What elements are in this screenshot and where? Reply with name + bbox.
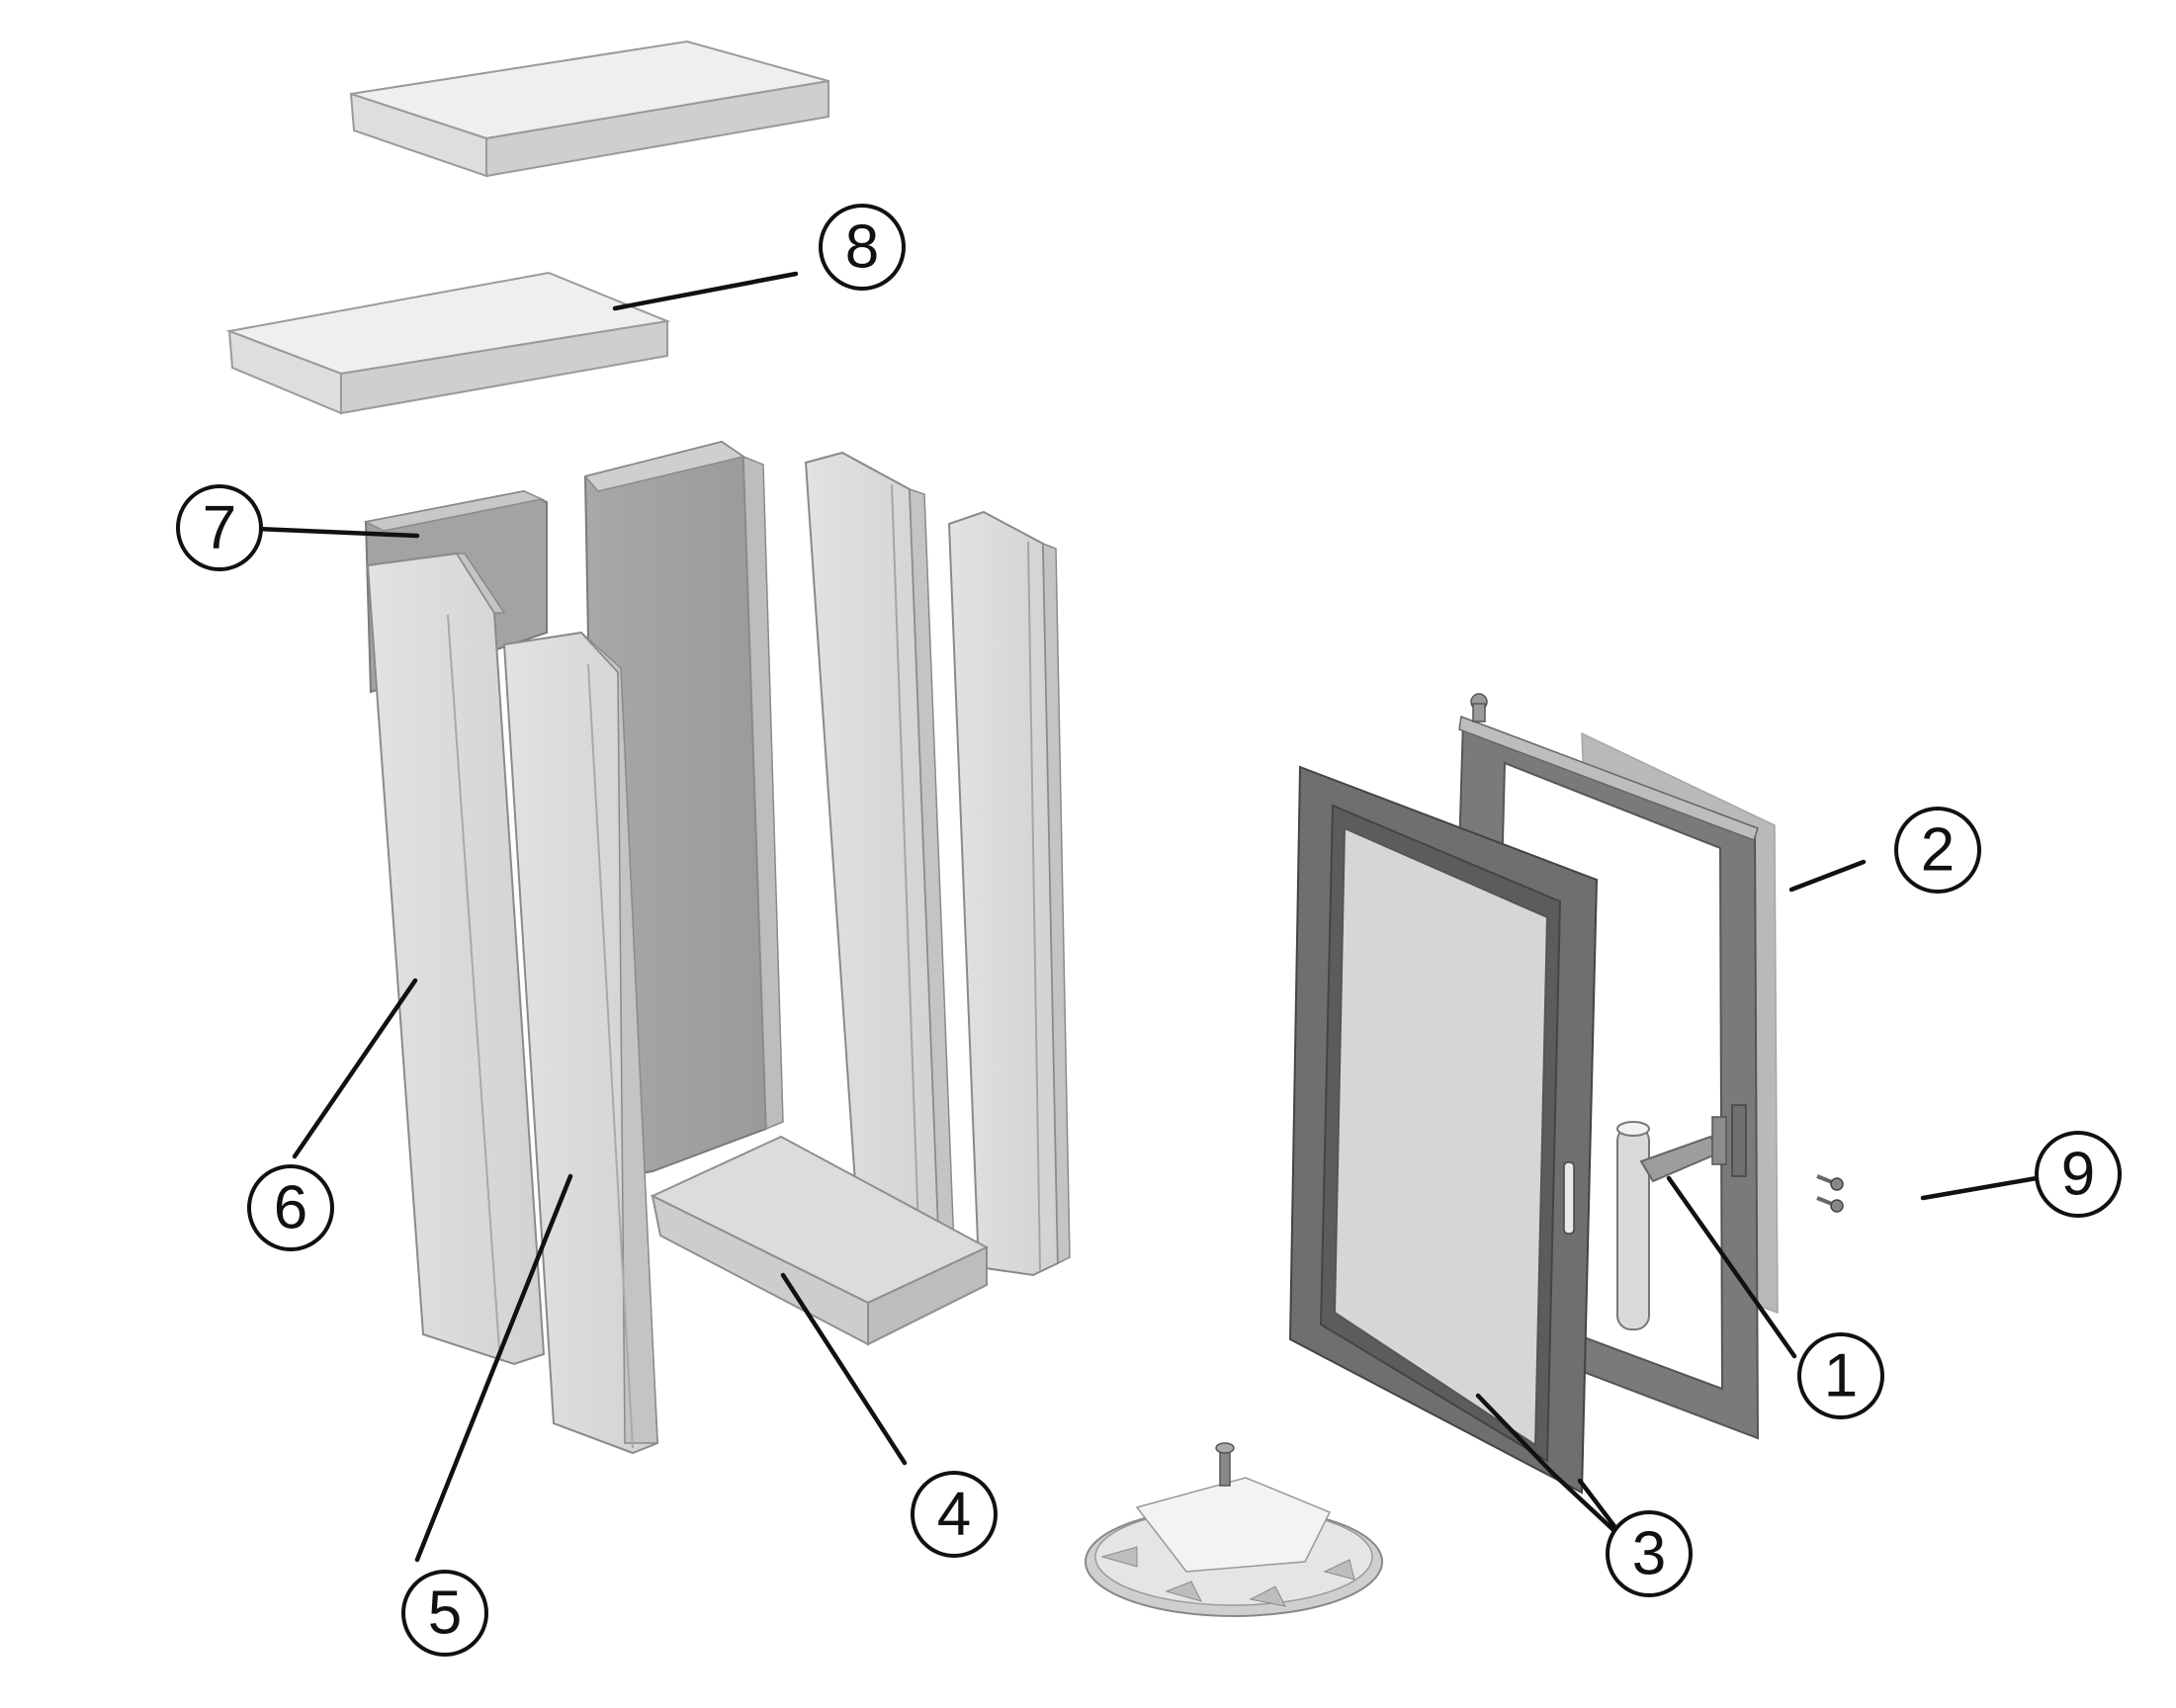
svg-text:6: 6 [274, 1174, 307, 1242]
callout-5: 5 [401, 1570, 488, 1657]
leader-line-3 [1475, 1393, 1629, 1545]
callout-7: 7 [176, 484, 263, 571]
round-grate [1085, 1442, 1383, 1617]
svg-text:4: 4 [937, 1481, 971, 1549]
leader-line-4 [780, 1272, 908, 1466]
leader-line-2 [1788, 859, 1867, 893]
leader-lines [254, 271, 2040, 1563]
callout-3: 3 [1606, 1510, 1693, 1597]
right-panel-rear [804, 451, 955, 1265]
leader-line-6 [292, 978, 418, 1159]
svg-text:7: 7 [203, 494, 236, 562]
left-panel-outer [366, 552, 546, 1366]
callout-1: 1 [1797, 1332, 1884, 1419]
svg-text:5: 5 [428, 1580, 462, 1648]
leader-line-1 [1666, 1175, 1797, 1359]
callout-8: 8 [819, 204, 906, 291]
base-slab [650, 1135, 990, 1346]
leader-line-7 [254, 526, 420, 539]
svg-text:1: 1 [1824, 1342, 1858, 1410]
bolts [1816, 1174, 1844, 1213]
leader-line-9 [1920, 1175, 2040, 1201]
callout-4: 4 [911, 1471, 998, 1558]
svg-text:3: 3 [1632, 1520, 1666, 1588]
top-slab-upper [349, 40, 829, 178]
callout-6: 6 [247, 1164, 334, 1251]
svg-text:9: 9 [2061, 1141, 2095, 1209]
svg-text:8: 8 [845, 214, 879, 282]
leader-line-5 [414, 1173, 573, 1563]
door-handle-assembly [1616, 1104, 1747, 1330]
leader-line-8 [612, 271, 799, 311]
svg-text:2: 2 [1921, 816, 1955, 885]
front-door [1288, 765, 1599, 1494]
top-slab-lower [225, 271, 671, 415]
right-panel-front [947, 510, 1071, 1277]
callout-2: 2 [1894, 807, 1981, 894]
callout-9: 9 [2035, 1131, 2122, 1218]
